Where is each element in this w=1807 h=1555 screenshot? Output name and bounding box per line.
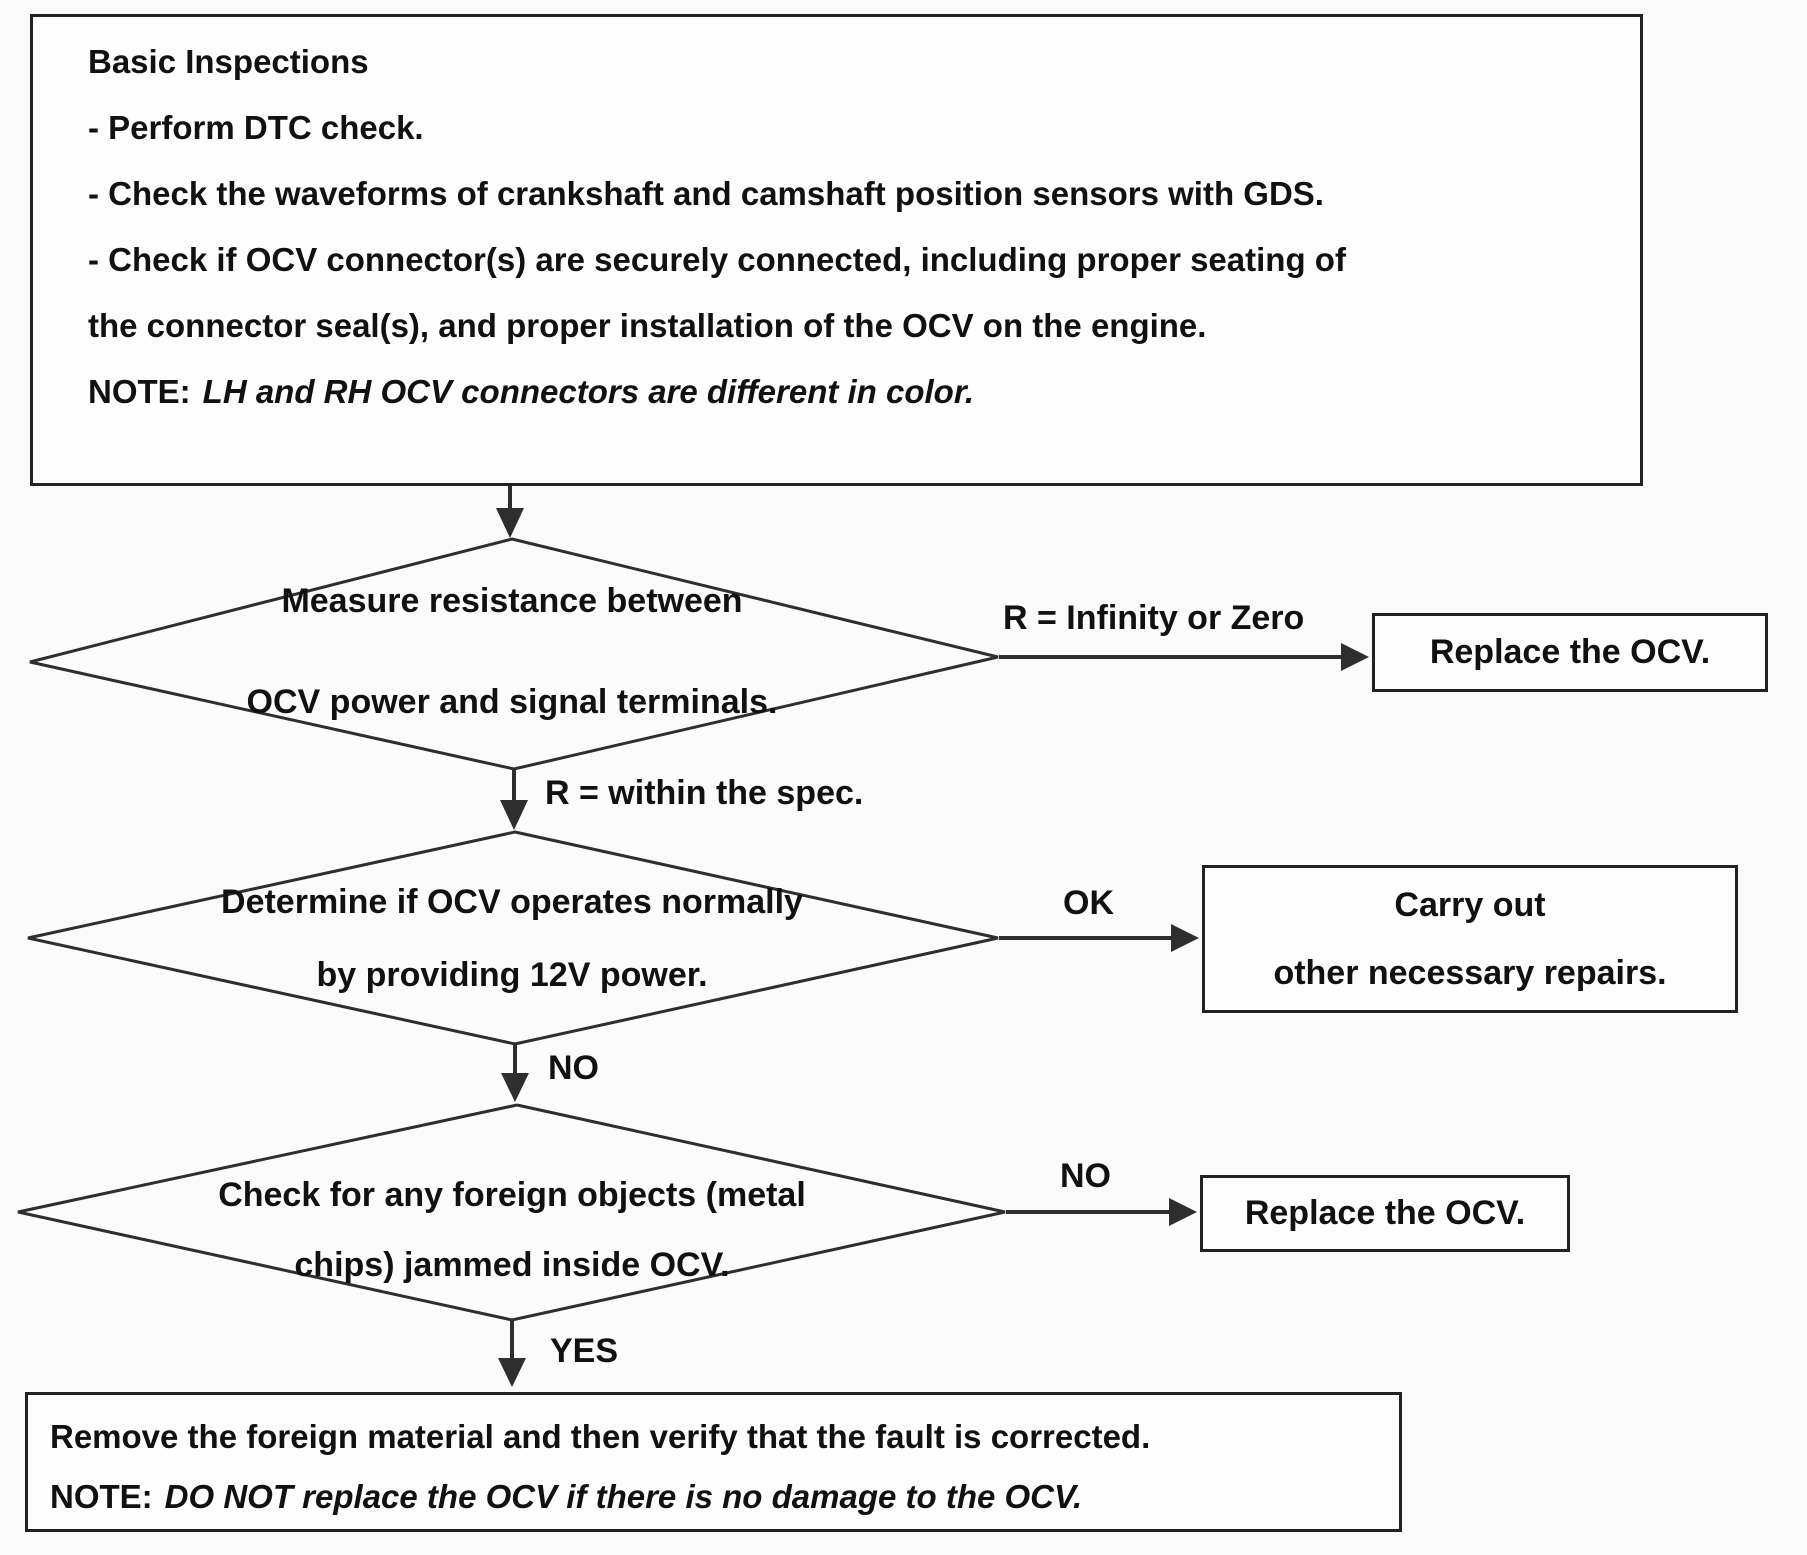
label-no-decision-2: NO — [548, 1049, 599, 1087]
basic-inspections-item-2: - Check the waveforms of crankshaft and … — [88, 175, 1324, 212]
arrow-d2-to-d3-head — [501, 1073, 529, 1102]
basic-inspections-note: NOTE: LH and RH OCV connectors are differ… — [88, 359, 1610, 425]
decision-2-text-line-2: by providing 12V power. — [316, 956, 708, 994]
label-r-within-spec: R = within the spec. — [545, 774, 864, 812]
label-no-decision-3: NO — [1060, 1157, 1111, 1195]
decision-3-text-line-1: Check for any foreign objects (metal — [218, 1176, 806, 1214]
replace-ocv-box-1-text: Replace the OCV. — [1429, 633, 1711, 671]
arrow-d1-to-d2-head — [500, 800, 528, 830]
label-ok: OK — [1063, 884, 1114, 922]
label-yes: YES — [550, 1332, 619, 1370]
arrow-d2-to-carryout-head — [1171, 924, 1199, 952]
label-r-infinity-or-zero: R = Infinity or Zero — [1003, 599, 1305, 637]
carry-out-repairs-line-1: Carry out — [1394, 886, 1546, 924]
decision-2-text-line-1: Determine if OCV operates normally — [221, 883, 803, 921]
decision-1-shape — [29, 537, 999, 771]
decision-3-shape — [17, 1103, 1006, 1322]
carry-out-repairs-line-2: other necessary repairs. — [1273, 954, 1667, 992]
note-text: LH and RH OCV connectors are different i… — [202, 373, 975, 410]
basic-inspections-box: Basic Inspections - Perform DTC check. -… — [30, 14, 1643, 486]
arrow-d3-to-bottombox-head — [498, 1358, 526, 1387]
decision-1-text-line-1: Measure resistance between — [281, 582, 743, 620]
carry-out-repairs-box: Carry out other necessary repairs. — [1202, 865, 1738, 1013]
decision-1-text-line-2: OCV power and signal terminals. — [246, 683, 778, 721]
arrow-topbox-to-d1-head — [496, 508, 524, 538]
replace-ocv-box-2-text: Replace the OCV. — [1244, 1194, 1526, 1232]
remove-foreign-material-line-1: Remove the foreign material and then ver… — [50, 1418, 1151, 1455]
remove-foreign-material-box: Remove the foreign material and then ver… — [25, 1392, 1402, 1532]
remove-foreign-material-note: NOTE: DO NOT replace the OCV if there is … — [50, 1467, 1379, 1527]
decision-2-shape — [27, 830, 999, 1046]
bottom-note-text: DO NOT replace the OCV if there is no da… — [164, 1478, 1083, 1515]
arrow-d3-to-replace2-head — [1169, 1198, 1197, 1226]
basic-inspections-item-3: - Check if OCV connector(s) are securely… — [88, 241, 1346, 278]
basic-inspections-item-1: - Perform DTC check. — [88, 109, 424, 146]
arrow-d1-to-replace1-head — [1341, 643, 1369, 671]
bottom-note-label: NOTE: — [50, 1478, 153, 1515]
basic-inspections-item-4: the connector seal(s), and proper instal… — [88, 307, 1207, 344]
basic-inspections-title: Basic Inspections — [88, 43, 369, 80]
replace-ocv-box-2: Replace the OCV. — [1200, 1175, 1570, 1252]
decision-3-text-line-2: chips) jammed inside OCV. — [294, 1246, 730, 1284]
replace-ocv-box-1: Replace the OCV. — [1372, 613, 1768, 692]
note-label: NOTE: — [88, 373, 191, 410]
